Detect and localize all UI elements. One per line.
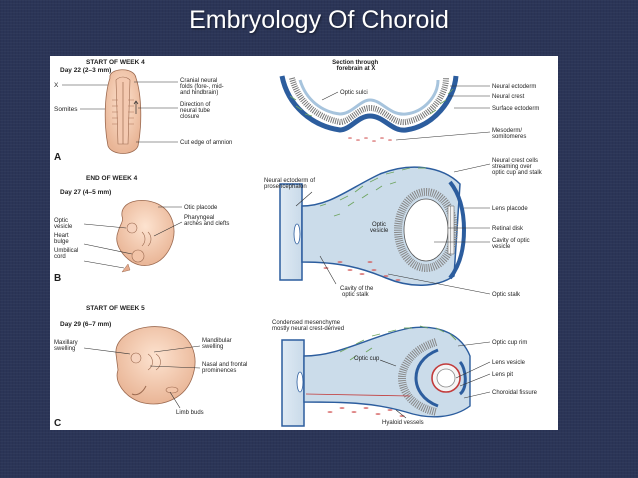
embryo-week5-illustration [115, 326, 196, 405]
optic-vesicle-left-1: Optic [54, 218, 68, 224]
condensed-line-2: mostly neural crest-derived [272, 326, 344, 332]
cavity-stalk-line-2: optic stalk [342, 292, 370, 298]
cavity-optic-line-1: Cavity of optic [492, 238, 530, 244]
neural-ectoderm-label: Neural ectoderm [492, 84, 536, 90]
heart-bulge-2: bulge [54, 239, 69, 245]
svg-text:Condensed mesenchyme mos: Condensed mesenchyme mostly neural crest… [272, 320, 538, 426]
neural-crest-cells-3: optic cup and stalk [492, 170, 543, 176]
svg-text:Cranial neural folds (fo: Cranial neural folds (fore-, mid- and hi… [180, 78, 232, 146]
surface-ectoderm-label: Surface ectoderm [492, 106, 539, 112]
direction-line-3: closure [180, 114, 200, 120]
embryo-week4-illustration [116, 200, 175, 273]
optic-vesicle-inner-2: vesicle [370, 228, 389, 234]
panel-b: END OF WEEK 4 Day 27 (4–5 mm) Optic vesi… [54, 158, 543, 298]
optic-cup-section-illustration [281, 325, 471, 427]
amnion-label: Cut edge of amnion [180, 140, 232, 146]
mesoderm-line-2: somitomeres [492, 134, 526, 140]
x-mark: X [54, 82, 59, 89]
optic-vesicle-section-illustration [279, 166, 467, 286]
choroidal-label: Choroidal fissure [492, 390, 538, 396]
slide-title: Embryology Of Choroid [189, 6, 449, 34]
svg-text:Section through forebrai: Section through forebrain at X [332, 60, 380, 72]
svg-text:Neural ectoderm Neural c: Neural ectoderm Neural crest Surface ect… [492, 84, 541, 140]
heart-bulge-1: Heart [54, 233, 69, 239]
mandibular-line-1: Mandibular [202, 338, 232, 344]
neural-crest-cells-2: streaming over [492, 164, 532, 170]
optic-cup-rim-label: Optic cup rim [492, 340, 527, 346]
lens-vesicle-label: Lens vesicle [492, 360, 526, 366]
nasal-line-2: prominences [202, 368, 236, 374]
panel-letter-a: A [54, 152, 61, 163]
svg-text:Optic vesicle Hear: Optic vesicle Heart bulge Umbilical cord… [54, 205, 229, 260]
forebrain-section-illustration [279, 75, 459, 142]
panel-a-day: Day 22 (2–3 mm) [60, 67, 111, 74]
umbilical-cord-1: Umbilical [54, 248, 78, 254]
panel-c: START OF WEEK 5 Day 29 (6–7 mm) Maxillar… [54, 305, 538, 427]
nasal-line-1: Nasal and frontal [202, 362, 247, 368]
somites-label: Somites [54, 106, 78, 113]
embryology-diagram: A B C START OF WEEK 4 Day 22 (2–3 mm) X … [54, 59, 543, 429]
cranial-folds-line-3: and hindbrain) [180, 90, 218, 96]
embryology-figure: A B C START OF WEEK 4 Day 22 (2–3 mm) X … [50, 56, 558, 430]
direction-line-1: Direction of [180, 102, 211, 108]
cavity-optic-line-2: vesicle [492, 244, 511, 250]
lens-placode-label: Lens placode [492, 206, 528, 212]
panel-a: START OF WEEK 4 Day 22 (2–3 mm) X Somite… [54, 59, 541, 154]
panel-c-stage: START OF WEEK 5 [86, 305, 145, 312]
optic-stalk-label: Optic stalk [492, 292, 521, 298]
panel-b-day: Day 27 (4–5 mm) [60, 189, 111, 196]
mandibular-line-2: swelling [202, 344, 223, 350]
hyaloid-label: Hyaloid vessels [382, 420, 424, 426]
pharyngeal-line-1: Pharyngeal [184, 215, 214, 221]
panel-c-day: Day 29 (6–7 mm) [60, 321, 111, 328]
cranial-folds-line-2: folds (fore-, mid- [180, 84, 224, 90]
svg-text:Maxillary swelling: Maxillary swelling Mandibular swelling N… [54, 338, 249, 416]
pharyngeal-line-2: arches and clefts [184, 221, 229, 227]
neural-crest-cells-1: Neural crest cells [492, 158, 538, 164]
svg-text:Neural ectoderm of prose: Neural ectoderm of prosencephalon Optic … [264, 158, 543, 298]
limb-buds-label: Limb buds [176, 410, 204, 416]
lens-pit-label: Lens pit [492, 372, 513, 378]
prosencephalon-line-2: prosencephalon [264, 184, 307, 190]
section-title-line-2: forebrain at X [337, 66, 376, 72]
umbilical-cord-2: cord [54, 254, 66, 260]
optic-sulci-label: Optic sulci [340, 90, 368, 96]
optic-cup-label: Optic cup [354, 356, 380, 362]
mesoderm-line-1: Mesoderm/ [492, 128, 522, 134]
optic-vesicle-inner-1: Optic [372, 222, 386, 228]
panel-letter-c: C [54, 418, 61, 429]
maxillary-line-1: Maxillary [54, 340, 78, 346]
maxillary-line-2: swelling [54, 346, 75, 352]
dorsal-embryo-illustration [104, 69, 142, 154]
cranial-folds-line-1: Cranial neural [180, 78, 217, 84]
otic-placode-label: Otic placode [184, 205, 218, 211]
retinal-disk-label: Retinal disk [492, 226, 524, 232]
prosencephalon-line-1: Neural ectoderm of [264, 178, 315, 184]
optic-vesicle-left-2: vesicle [54, 224, 73, 230]
cavity-stalk-line-1: Cavity of the [340, 286, 374, 292]
neural-crest-label: Neural crest [492, 94, 525, 100]
panel-letter-b: B [54, 273, 61, 284]
panel-a-stage: START OF WEEK 4 [86, 59, 145, 66]
panel-b-stage: END OF WEEK 4 [86, 175, 138, 182]
direction-line-2: neural tube [180, 108, 211, 114]
section-title-line-1: Section through [332, 60, 378, 66]
condensed-line-1: Condensed mesenchyme [272, 320, 341, 326]
